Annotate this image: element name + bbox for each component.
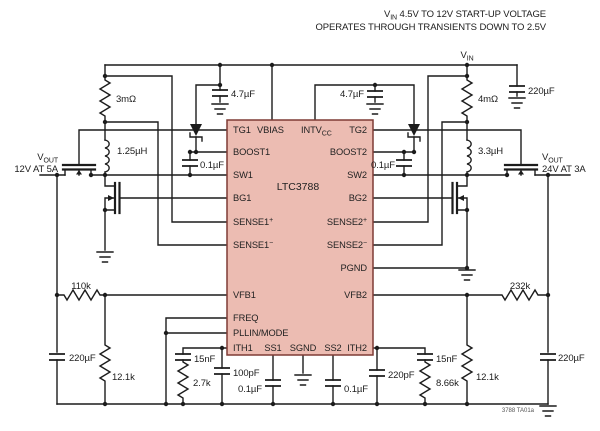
pin-sw2: SW2 — [347, 170, 367, 180]
label-cith2b: 220pF — [388, 370, 415, 381]
pin-sense1n: SENSE1− — [233, 240, 273, 250]
label-css1: 0.1µF — [238, 384, 262, 395]
label-cboost2: 0.1µF — [371, 160, 395, 171]
pin-vfb1: VFB1 — [233, 290, 256, 300]
label-cintvcc: 4.7µF — [340, 89, 364, 100]
note-line1: VIN 4.5V TO 12V START-UP VOLTAGE — [384, 9, 546, 22]
vout1-label: VOUT — [37, 152, 59, 165]
resistor-rsense2 — [460, 64, 474, 141]
labels: VIN 4.5V TO 12V START-UP VOLTAGE OPERATE… — [14, 9, 586, 414]
resistor-rsense1 — [98, 64, 112, 141]
label-l1: 1.25µH — [117, 146, 147, 157]
pin-sgnd: SGND — [290, 343, 317, 353]
pin-sense1p: SENSE1+ — [233, 217, 273, 227]
mosfet-top-2 — [503, 163, 539, 176]
chip-body — [226, 119, 374, 356]
pin-tg1: TG1 — [233, 125, 251, 135]
pin-pllin-mode: PLLIN/MODE — [233, 328, 288, 338]
pin-bg1: BG1 — [233, 193, 251, 203]
vout2-label: VOUT — [542, 152, 564, 165]
resistor-rfb1-bottom — [98, 294, 112, 405]
label-rfb2-top: 232k — [510, 281, 531, 292]
label-cith2: 15nF — [436, 354, 458, 365]
inductor-l1 — [104, 139, 110, 176]
pin-tg2: TG2 — [349, 125, 367, 135]
resistor-rfb1-top — [56, 288, 228, 302]
pin-freq: FREQ — [233, 313, 258, 323]
vin-label: VIN — [460, 50, 473, 63]
chip-part-number: LTC3788 — [277, 181, 320, 193]
junction-dots — [54, 62, 551, 407]
label-l2: 3.3µH — [478, 146, 503, 157]
label-rsense2: 4mΩ — [478, 94, 498, 105]
label-css2: 0.1µF — [344, 384, 368, 395]
pin-sense2p: SENSE2+ — [327, 217, 367, 227]
pin-ss1: SS1 — [264, 343, 281, 353]
pin-vfb2: VFB2 — [344, 290, 367, 300]
pin-bg2: BG2 — [349, 193, 367, 203]
capacitor-plates — [49, 85, 556, 387]
label-rith2: 8.66k — [436, 378, 459, 389]
label-cith1: 15nF — [194, 354, 216, 365]
label-cout1: 220µF — [69, 353, 96, 364]
vout1-rating: 12V AT 5A — [14, 164, 58, 175]
label-cout2: 220µF — [558, 353, 585, 364]
pin-ss2: SS2 — [324, 343, 341, 353]
diode-boost1 — [189, 124, 203, 142]
label-cboost1: 0.1µF — [200, 160, 224, 171]
pin-intvcc: INTVCC — [301, 125, 332, 138]
vout2-rating: 24V AT 3A — [542, 164, 586, 175]
diode-boost2 — [407, 124, 421, 142]
chip-pin-labels: TG1 VBIAS INTVCC TG2 BOOST1 BOOST2 SW1 S… — [233, 125, 367, 353]
mosfet-bottom-2 — [451, 181, 464, 215]
figure-watermark: 3788 TA01a — [502, 408, 535, 414]
pin-pgnd: PGND — [341, 263, 368, 273]
label-rfb1-top: 110k — [71, 281, 91, 292]
pin-boost1: BOOST1 — [233, 147, 270, 157]
label-rith1: 2.7k — [193, 378, 211, 389]
label-cin: 220µF — [528, 86, 555, 97]
note-line2: OPERATES THROUGH TRANSIENTS DOWN TO 2.5V — [315, 22, 546, 33]
label-rsense1: 3mΩ — [116, 94, 136, 105]
resistor-rith2 — [418, 359, 432, 405]
mosfet-bottom-1 — [108, 181, 121, 215]
label-cith1b: 100pF — [233, 368, 260, 379]
inductor-l2 — [466, 139, 472, 176]
mosfet-top-1 — [61, 163, 97, 176]
label-cbias: 4.7µF — [231, 89, 255, 100]
pin-sense2n: SENSE2− — [327, 240, 367, 250]
resistor-rith1 — [176, 359, 190, 405]
pin-boost2: BOOST2 — [330, 147, 367, 157]
pin-sw1: SW1 — [233, 170, 253, 180]
resistor-rfb2-bottom — [460, 294, 474, 405]
ground-symbols — [96, 97, 557, 417]
pin-ith2: ITH2 — [347, 343, 367, 353]
pin-vbias: VBIAS — [257, 125, 284, 135]
resistor-rfb2-top — [372, 288, 549, 302]
label-rfb1-bottom: 12.1k — [112, 372, 135, 383]
pin-ith1: ITH1 — [233, 343, 253, 353]
label-rfb2-bottom: 12.1k — [476, 372, 499, 383]
